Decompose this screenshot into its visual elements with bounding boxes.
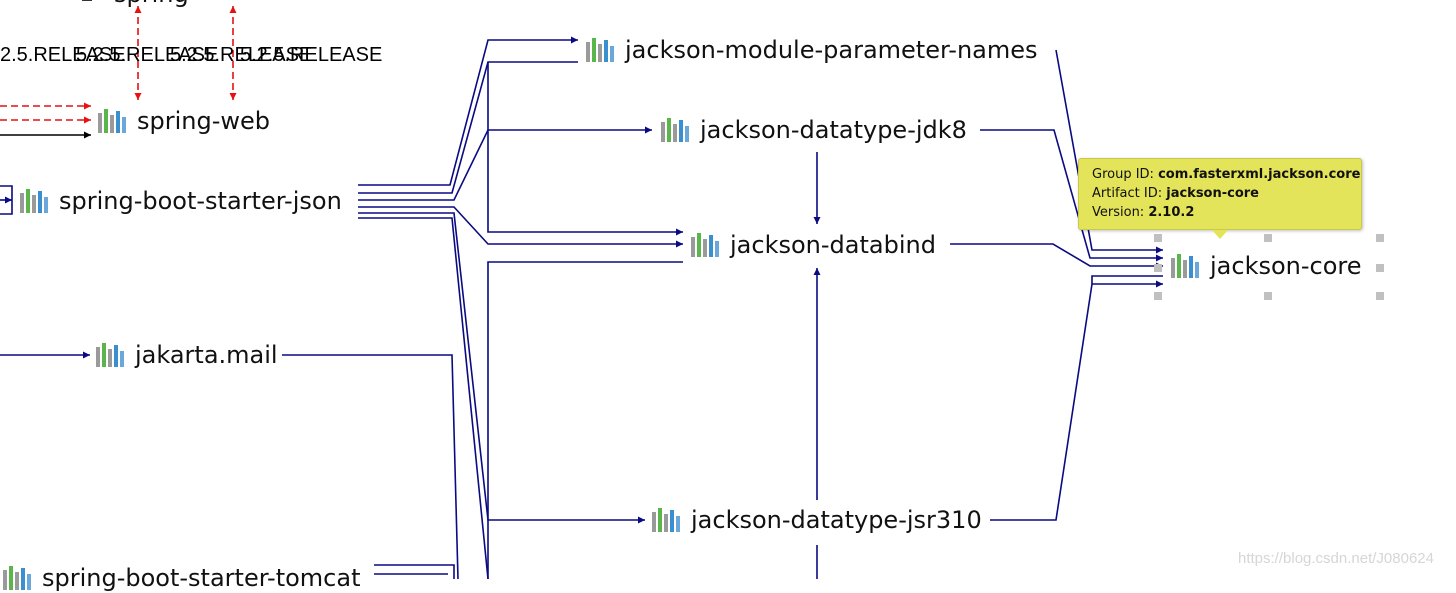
edge-json-down <box>358 217 489 579</box>
node-label: jackson-datatype-jsr310 <box>691 506 982 534</box>
tooltip-artifact-value: jackson-core <box>1166 186 1259 201</box>
node-spring-boot-starter-json[interactable]: spring-boot-starter-json <box>19 186 342 216</box>
node-label: jackson-datatype-jdk8 <box>700 116 967 144</box>
node-label: jakarta.mail <box>135 341 278 369</box>
edge-json-to-params <box>358 36 578 186</box>
edge-params-branch-databind <box>487 62 683 236</box>
node-jakarta-mail[interactable]: jakarta.mail <box>95 340 278 370</box>
selection-handle[interactable] <box>1264 234 1272 242</box>
node-label: spring <box>114 0 189 9</box>
maven-library-icon <box>20 189 48 213</box>
selection-handle[interactable] <box>1154 234 1162 242</box>
maven-library-icon <box>1171 254 1199 278</box>
edge-jakarta-out <box>282 354 459 579</box>
tooltip-artifact-row: Artifact ID: jackson-core <box>1092 184 1361 203</box>
tooltip-group-value: com.fasterxml.jackson.core <box>1158 167 1361 182</box>
node-jackson-databind[interactable]: jackson-databind <box>690 230 936 260</box>
edge-jsr310-to-core <box>990 280 1163 521</box>
node-jackson-module-parameter-names[interactable]: jackson-module-parameter-names <box>585 35 1038 65</box>
node-spring-web[interactable]: spring-web <box>97 106 270 136</box>
tooltip-version-value: 2.10.2 <box>1148 205 1195 220</box>
edge-jsr310-branch <box>487 261 683 579</box>
edge-left-json-bracket <box>0 185 13 215</box>
maven-library-icon <box>98 109 126 133</box>
edge-json-to-jdk8 <box>358 126 652 201</box>
tooltip-pointer <box>1212 230 1228 239</box>
tooltip-artifact-label: Artifact ID: <box>1092 186 1163 201</box>
maven-library-icon <box>3 566 31 590</box>
maven-library-icon <box>691 233 719 257</box>
maven-library-icon <box>652 508 680 532</box>
selection-handle[interactable] <box>1154 264 1162 272</box>
node-spring-top[interactable]: spring <box>114 0 189 9</box>
dependency-edges <box>0 0 1163 579</box>
version-label: 5.2.5.RELEASE <box>76 44 219 66</box>
selection-handle[interactable] <box>1376 292 1384 300</box>
watermark: https://blog.csdn.net/J080624 <box>1238 550 1434 567</box>
edge-jdk8-to-core <box>980 129 1163 262</box>
selection-handle[interactable] <box>1154 292 1162 300</box>
version-label: 5.2.5.RELEASE <box>240 44 383 66</box>
node-jackson-datatype-jsr310[interactable]: jackson-datatype-jsr310 <box>651 505 982 535</box>
node-jackson-core[interactable]: jackson-core <box>1170 251 1362 281</box>
node-label: jackson-core <box>1210 252 1362 280</box>
node-label: spring-boot-starter-tomcat <box>42 564 361 592</box>
node-label: spring-web <box>137 107 271 135</box>
selection-handle[interactable] <box>1376 264 1384 272</box>
edge-json-to-params-b <box>358 61 578 194</box>
node-spring-boot-starter-tomcat[interactable]: spring-boot-starter-tomcat <box>2 563 361 593</box>
maven-library-icon <box>586 38 614 62</box>
node-label: jackson-databind <box>730 231 936 259</box>
selection-handle[interactable] <box>1264 292 1272 300</box>
node-label: jackson-module-parameter-names <box>625 36 1038 64</box>
maven-library-icon <box>96 343 124 367</box>
maven-library-icon <box>661 118 689 142</box>
edge-params-to-core <box>1055 49 1163 254</box>
edge-json-to-jsr310 <box>358 212 645 524</box>
node-label: spring-boot-starter-json <box>59 187 342 215</box>
tooltip-group-label: Group ID: <box>1092 167 1154 182</box>
artifact-tooltip: Group ID: com.fasterxml.jackson.core Art… <box>1078 158 1362 230</box>
tooltip-version-label: Version: <box>1092 205 1145 220</box>
version-label: 5.2.5.RELEASE <box>170 44 313 66</box>
edge-tomcat-out <box>374 564 455 579</box>
selection-handle[interactable] <box>1376 234 1384 242</box>
node-jackson-datatype-jdk8[interactable]: jackson-datatype-jdk8 <box>660 115 967 145</box>
edge-jsr310-to-core-b <box>1091 275 1163 284</box>
tooltip-group-row: Group ID: com.fasterxml.jackson.core <box>1092 165 1361 184</box>
edge-databind-to-core <box>950 243 1163 270</box>
edge-json-to-databind <box>358 206 683 248</box>
tooltip-version-row: Version: 2.10.2 <box>1092 203 1361 222</box>
version-label: 2.5.RELEASE <box>0 44 126 66</box>
